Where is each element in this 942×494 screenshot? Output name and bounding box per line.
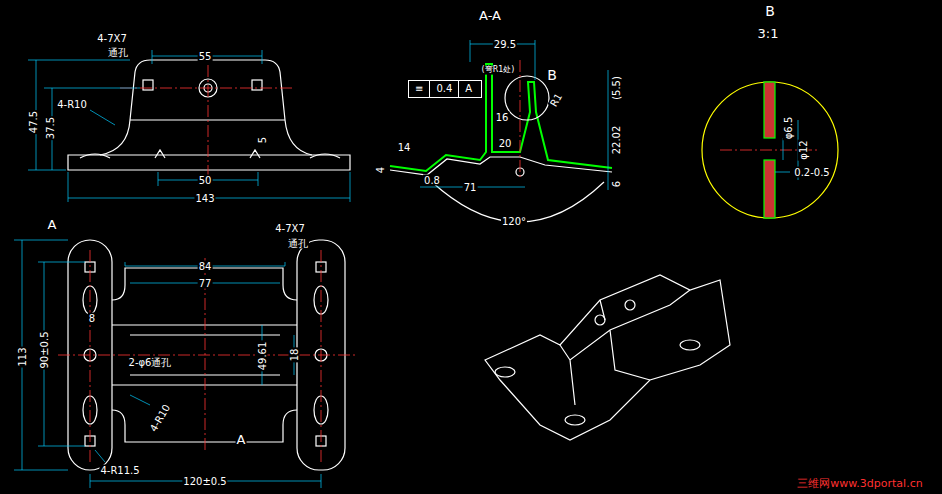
dimension-text: 6 [611, 180, 622, 188]
iso-hole [595, 315, 605, 325]
frame-cell: A [458, 81, 478, 97]
dimension-text: 18 [289, 348, 300, 363]
dimension-text: 71 [463, 182, 478, 193]
iso-hole [625, 300, 635, 310]
bend-line [130, 119, 285, 120]
dimension-text: 通孔 [107, 47, 129, 58]
feature-lines [80, 150, 340, 158]
dimension-text: φ6.5 [783, 116, 794, 141]
dimension-text: 16 [495, 112, 510, 123]
iso-view [560, 290, 690, 405]
dimension-text: R1 [547, 91, 564, 110]
dimension-text: 0.8 [423, 175, 441, 186]
detail-circle [505, 76, 549, 120]
frame-cell: 0.4 [429, 81, 458, 97]
dimension-text: 14 [397, 142, 412, 153]
dimension-text: 77 [198, 278, 213, 289]
hatched-section [764, 160, 775, 218]
dimension-text: 113 [17, 346, 28, 367]
dimension-text: 90±0.5 [39, 330, 50, 369]
square-hole [252, 80, 262, 90]
dimension-text: 50 [198, 175, 213, 186]
dimension-text: 55 [198, 51, 213, 62]
dimension-text: 120° [501, 216, 527, 227]
dimension-text: 4-7X7 [274, 223, 306, 234]
leader-line [90, 110, 115, 125]
dimension-text: A [236, 433, 247, 447]
dimension-line [14, 240, 85, 470]
tolerance-frame: ≡0.4A [408, 80, 482, 98]
frame-cell: ≡ [409, 81, 429, 97]
body-outline [112, 410, 297, 442]
centerline [520, 60, 820, 178]
dimension-text: 49.61 [257, 341, 268, 372]
iso-view [485, 275, 730, 440]
iso-slot [495, 367, 515, 377]
base-outline [68, 155, 350, 170]
dimension-text: 29.5 [493, 39, 517, 50]
dimension-text: 37.5 [45, 116, 56, 140]
dimension-text: A-A [478, 9, 502, 23]
section-profile [390, 64, 612, 171]
dimension-text: B [546, 68, 558, 83]
dimension-text: 4-R10 [56, 99, 88, 110]
centerline [58, 250, 355, 462]
dimension-text: 通孔 [287, 238, 309, 249]
dimension-text: 47.5 [28, 110, 39, 134]
iso-slot [680, 340, 700, 350]
iso-slot [565, 415, 585, 425]
dimension-text: (5.5) [611, 75, 622, 101]
square-hole [143, 80, 153, 90]
leader-line [95, 395, 150, 462]
dimension-text: 4-R11.5 [99, 465, 140, 476]
dimension-text: 5 [257, 136, 268, 144]
centerline [120, 65, 295, 175]
dimension-text: 8 [88, 313, 96, 324]
dimension-text: 84 [198, 261, 213, 272]
section-profile [390, 157, 612, 175]
dimension-text: B [764, 4, 776, 19]
dimension-line [28, 60, 140, 170]
dimension-line [90, 325, 321, 488]
dimension-text: A [47, 218, 58, 232]
watermark: 三维网www.3dportal.cn [796, 478, 923, 490]
dimension-text: 143 [194, 193, 215, 204]
dimension-text: φ12 [798, 139, 809, 160]
dimension-text: 20 [498, 138, 513, 149]
dimension-text: 4-7X7 [96, 33, 128, 44]
body-outline [112, 268, 297, 300]
dimension-text: (弯R1处) [481, 66, 516, 75]
dimension-line [420, 40, 608, 190]
dimension-line [152, 50, 262, 64]
dimension-text: 3:1 [757, 27, 780, 41]
dimension-text: 0.2-0.5 [793, 167, 830, 178]
dimension-text: 22.02 [611, 125, 622, 156]
dimension-text: 4-R10 [147, 402, 172, 435]
raised-plate [100, 60, 312, 155]
dimension-text: 2-φ6通孔 [128, 357, 173, 368]
dimension-text: 4 [375, 166, 386, 174]
dimension-text: 120±0.5 [182, 476, 227, 487]
hatched-section [764, 82, 775, 138]
